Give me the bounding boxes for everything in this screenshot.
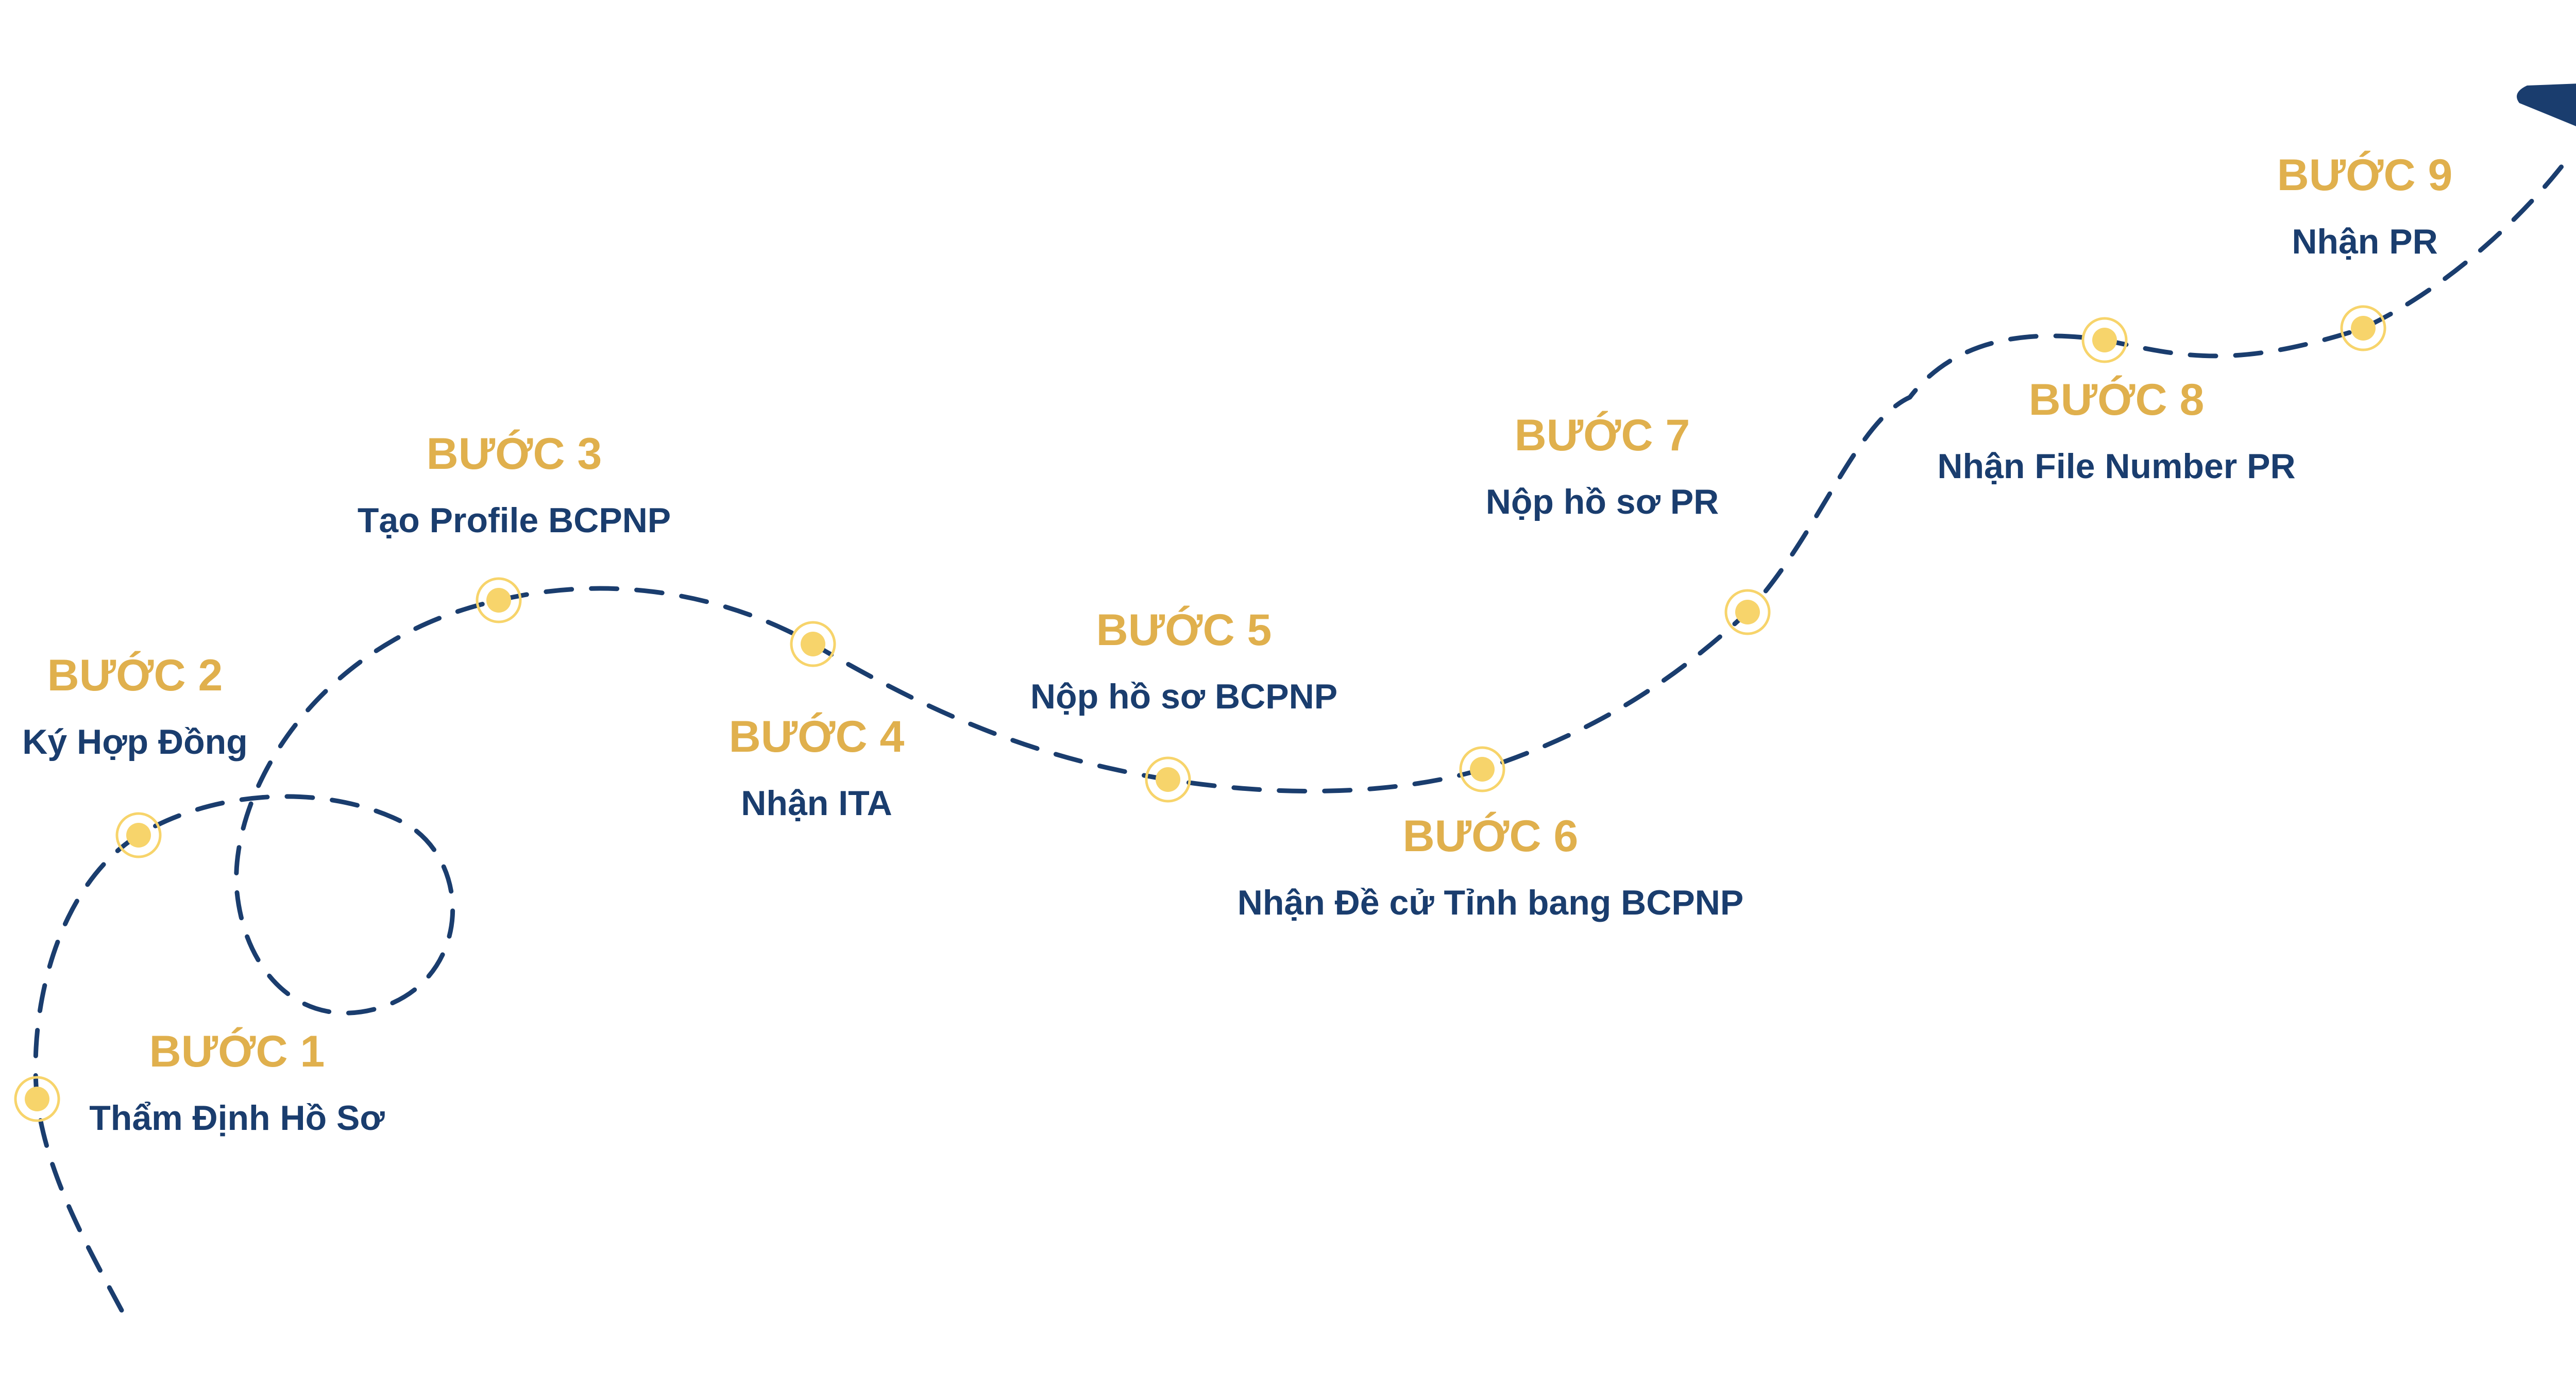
milestone-dot-4 [790, 621, 836, 667]
milestone-dot-icon [801, 632, 825, 656]
milestone-dot-8 [2081, 317, 2128, 363]
milestone-dot-2 [115, 812, 162, 858]
step-7-title: BƯỚC 7 [1514, 411, 1690, 460]
step-1-desc: Thẩm Định Hồ Sơ [89, 1098, 385, 1138]
milestone-ring-icon [14, 1076, 60, 1122]
step-2-desc: Ký Hợp Đồng [22, 722, 248, 762]
milestone-ring-icon [1145, 756, 1191, 803]
milestone-dot-1 [14, 1076, 60, 1122]
milestone-dot-icon [1156, 767, 1180, 792]
milestone-dot-icon [2351, 316, 2376, 341]
step-5-title: BƯỚC 5 [1096, 605, 1272, 655]
step-7-label: BƯỚC 7 Nộp hồ sơ PR [1486, 413, 1719, 519]
milestone-dot-icon [1470, 757, 1495, 782]
step-6-label: BƯỚC 6 Nhận Đề cử Tỉnh bang BCPNP [1238, 814, 1743, 920]
milestone-dot-icon [126, 823, 151, 848]
step-6-desc: Nhận Đề cử Tỉnh bang BCPNP [1237, 883, 1744, 922]
step-3-title: BƯỚC 3 [426, 429, 602, 479]
milestone-dot-3 [476, 577, 522, 623]
step-5-desc: Nộp hồ sơ BCPNP [1030, 677, 1338, 716]
step-3-label: BƯỚC 3 Tạo Profile BCPNP [358, 432, 671, 538]
milestone-ring-icon [1724, 589, 1771, 635]
milestone-dot-icon [486, 588, 511, 613]
milestone-dot-7 [1724, 589, 1771, 635]
milestone-ring-icon [476, 577, 522, 623]
step-4-label: BƯỚC 4 Nhận ITA [729, 715, 905, 821]
dashed-route-path [33, 152, 2573, 1313]
step-8-desc: Nhận File Number PR [1937, 447, 2296, 486]
milestone-ring-icon [2081, 317, 2128, 363]
milestone-dot-9 [2340, 305, 2386, 351]
step-9-label: BƯỚC 9 Nhận PR [2277, 153, 2453, 259]
milestone-dot-icon [1735, 600, 1760, 624]
step-1-label: BƯỚC 1 Thẩm Định Hồ Sơ [89, 1029, 384, 1136]
step-8-title: BƯỚC 8 [2028, 375, 2205, 425]
milestone-ring-icon [115, 812, 162, 858]
navigation-arrow-icon [2517, 83, 2576, 126]
milestone-dot-icon [2092, 328, 2117, 352]
step-7-desc: Nộp hồ sơ PR [1485, 482, 1719, 521]
milestone-dot-5 [1145, 756, 1191, 803]
milestone-dot-6 [1459, 746, 1505, 792]
milestone-ring-icon [790, 621, 836, 667]
step-8-label: BƯỚC 8 Nhận File Number PR [1937, 378, 2295, 484]
step-3-desc: Tạo Profile BCPNP [357, 501, 671, 540]
milestone-ring-icon [1459, 746, 1505, 792]
step-5-label: BƯỚC 5 Nộp hồ sơ BCPNP [1030, 608, 1337, 714]
step-1-title: BƯỚC 1 [149, 1027, 325, 1076]
step-9-title: BƯỚC 9 [2277, 150, 2453, 200]
step-4-desc: Nhận ITA [741, 784, 892, 823]
step-9-desc: Nhận PR [2292, 222, 2438, 261]
step-4-title: BƯỚC 4 [728, 712, 905, 762]
step-2-label: BƯỚC 2 Ký Hợp Đồng [22, 653, 247, 759]
step-2-title: BƯỚC 2 [47, 651, 223, 700]
step-6-title: BƯỚC 6 [1402, 811, 1579, 861]
milestone-ring-icon [2340, 305, 2386, 351]
milestone-dot-icon [25, 1087, 49, 1111]
